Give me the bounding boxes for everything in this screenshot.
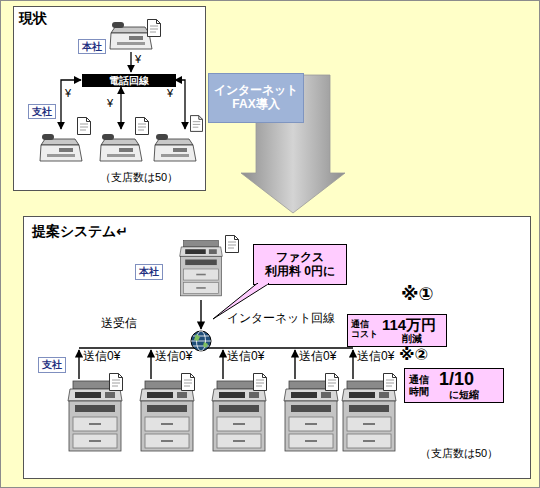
callout-box: 通信 時間 1/10に短縮: [404, 368, 504, 403]
globe-land: [194, 334, 208, 348]
globe-parallel: [191, 336, 211, 346]
fax-machine: [110, 22, 152, 49]
node-text: 114万円: [382, 316, 436, 333]
multifunction-printer: [284, 381, 338, 451]
site-tag: 支社: [38, 357, 66, 373]
phone-wire: [120, 87, 121, 129]
send-arrow: [150, 350, 151, 379]
internet-line: [79, 347, 353, 349]
paper-icon: [190, 116, 202, 132]
node-text: 提案システム↵: [32, 223, 128, 239]
fax-machine: [154, 134, 196, 161]
paper-icon: [226, 236, 239, 253]
paper-icon: [254, 374, 267, 391]
current-illustration: [40, 20, 203, 162]
state-panel: 現状 （支店数は50） 本社電話回線支社: [13, 6, 206, 191]
multifunction-printer: [212, 381, 266, 451]
multifunction-printer: [342, 381, 396, 451]
node-text: 通信 コスト: [351, 319, 381, 340]
node-text: 本社: [139, 266, 159, 278]
node-text: インターネット FAX導入: [210, 84, 302, 112]
paper-icon: [182, 374, 195, 391]
paper-icon: [326, 374, 339, 391]
phone-wire: [130, 52, 131, 72]
callout-joint: [258, 283, 268, 285]
node-text: 現状: [19, 10, 47, 26]
callout-box: 通信 コスト114万円削減: [347, 314, 447, 347]
node-text: 支社: [42, 359, 62, 371]
node-text: 本社: [82, 41, 102, 53]
proposal-illustration: [68, 236, 397, 452]
send-arrow: [294, 350, 295, 379]
send-arrow: [78, 350, 79, 379]
send-arrow: [200, 300, 201, 329]
node-text: ファクス 利用料 0円に: [260, 251, 340, 279]
paper-icon: [148, 20, 161, 37]
proposal-panel: 提案システム↵ （支店数は50） 本社 ファクス 利用料 0円に通信 コスト114万円…: [23, 216, 531, 479]
phone-wire: [175, 80, 185, 129]
paper-icon: [110, 374, 123, 391]
phone-line-box: 電話回線: [82, 74, 176, 87]
multifunction-printer: [140, 381, 194, 451]
paper-icon: [136, 118, 149, 135]
node-text: に短縮: [449, 389, 479, 401]
fax-machine: [100, 134, 142, 161]
paper-icon: [384, 374, 397, 391]
node-text: 支社: [32, 106, 52, 118]
transition-box: インターネット FAX導入: [208, 73, 304, 123]
multifunction-printer: [180, 241, 223, 296]
send-arrow: [352, 350, 353, 379]
paper-icon: [78, 118, 91, 135]
site-tag: 本社: [78, 39, 106, 54]
globe-meridian: [197, 331, 206, 351]
phone-wire: [61, 80, 81, 129]
globe-icon: [191, 331, 211, 351]
callout-box: ファクス 利用料 0円に: [253, 244, 347, 285]
fax-machine: [40, 134, 82, 161]
node-text: 電話回線: [109, 75, 149, 87]
callout-tail: [213, 284, 269, 320]
multifunction-printer: [68, 381, 122, 451]
node-text: 通信 時間: [409, 374, 431, 397]
send-arrow: [222, 350, 223, 379]
site-tag: 支社: [28, 104, 56, 119]
node-text: 1/10: [439, 369, 474, 390]
node-text: 削減: [402, 333, 422, 345]
site-tag: 本社: [135, 264, 163, 280]
node-text: （支店数は50）: [420, 447, 498, 460]
node-text: （支店数は50）: [100, 171, 178, 184]
